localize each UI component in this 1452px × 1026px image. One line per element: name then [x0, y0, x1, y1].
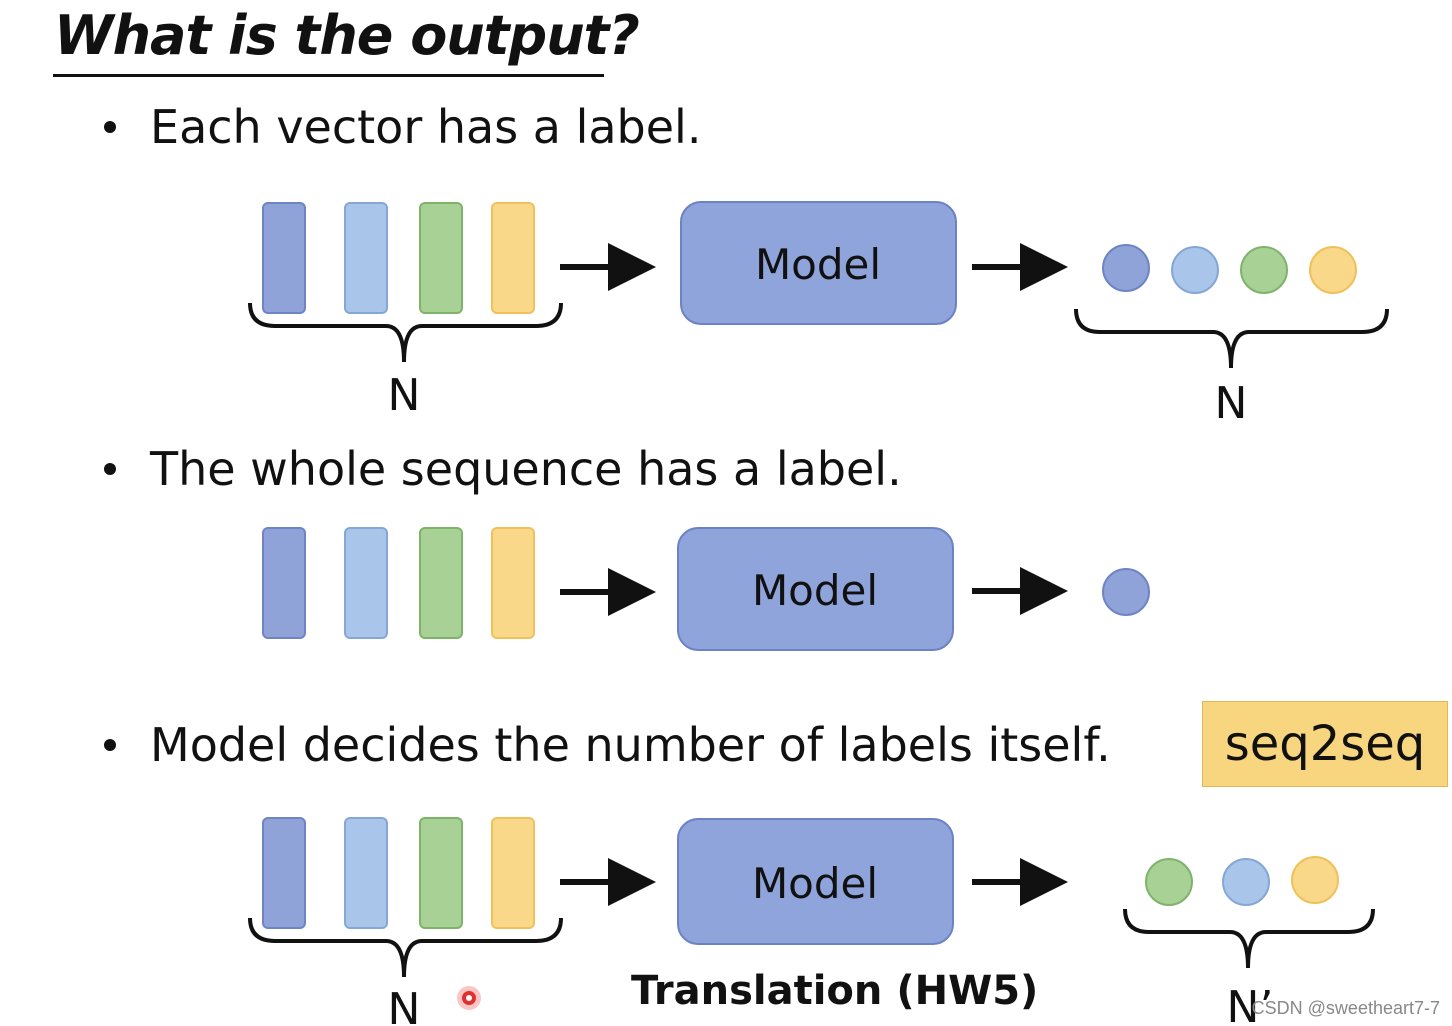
input-vector-4: [491, 817, 535, 929]
bullet-dot: [104, 462, 116, 475]
n-prime-label: N’: [1227, 982, 1274, 1026]
row-each-vector: N Model N: [248, 201, 1389, 429]
watermark: CSDN @sweetheart7-7: [1251, 998, 1440, 1018]
input-vector-1: [262, 817, 306, 929]
input-vector-2: [344, 202, 388, 314]
brace-icon: [248, 917, 563, 978]
input-vector-2: [344, 817, 388, 929]
model-label: Model: [752, 859, 878, 908]
bullet-each-vector: Each vector has a label.: [104, 104, 701, 150]
row-whole-sequence: Model: [262, 527, 1150, 651]
row-model-decides: N Model N’: [248, 817, 1375, 1026]
title-underline: [53, 74, 604, 77]
bullet-text: Each vector has a label.: [150, 100, 702, 154]
bullet-whole-sequence: The whole sequence has a label.: [104, 446, 902, 492]
bullet-text: Model decides the number of labels itsel…: [150, 718, 1111, 772]
bullet-dot: [104, 120, 116, 133]
output-label-3: [1291, 856, 1339, 904]
input-vector-2: [344, 527, 388, 639]
output-label-2: [1222, 858, 1270, 906]
translation-caption: Translation (HW5): [631, 968, 1039, 1014]
n-label: N: [388, 370, 421, 421]
bullet-dot: [104, 738, 116, 751]
output-label-1: [1145, 858, 1193, 906]
n-label: N: [388, 984, 421, 1026]
input-vector-3: [419, 202, 463, 314]
input-vector-4: [491, 527, 535, 639]
n-label: N: [1215, 378, 1248, 429]
output-label-1: [1102, 568, 1150, 616]
model-label: Model: [755, 240, 881, 289]
pointer-dot-icon: [457, 986, 481, 1010]
slide-title: What is the output?: [54, 4, 640, 67]
model-label: Model: [752, 566, 878, 615]
input-vector-1: [262, 527, 306, 639]
output-label-4: [1309, 246, 1357, 294]
output-label-3: [1240, 246, 1288, 294]
brace-icon: [248, 302, 563, 363]
model-box: [677, 818, 954, 945]
input-vector-3: [419, 817, 463, 929]
input-vector-3: [419, 527, 463, 639]
output-label-1: [1102, 244, 1150, 292]
output-label-2: [1171, 246, 1219, 294]
model-box: [680, 201, 957, 325]
model-box: [677, 527, 954, 651]
brace-icon: [1074, 308, 1389, 369]
brace-icon: [1123, 908, 1375, 969]
bullet-text: The whole sequence has a label.: [150, 442, 902, 496]
input-vector-1: [262, 202, 306, 314]
input-vector-4: [491, 202, 535, 314]
bullet-model-decides: Model decides the number of labels itsel…: [104, 722, 1111, 768]
seq2seq-tag: seq2seq: [1202, 701, 1448, 787]
